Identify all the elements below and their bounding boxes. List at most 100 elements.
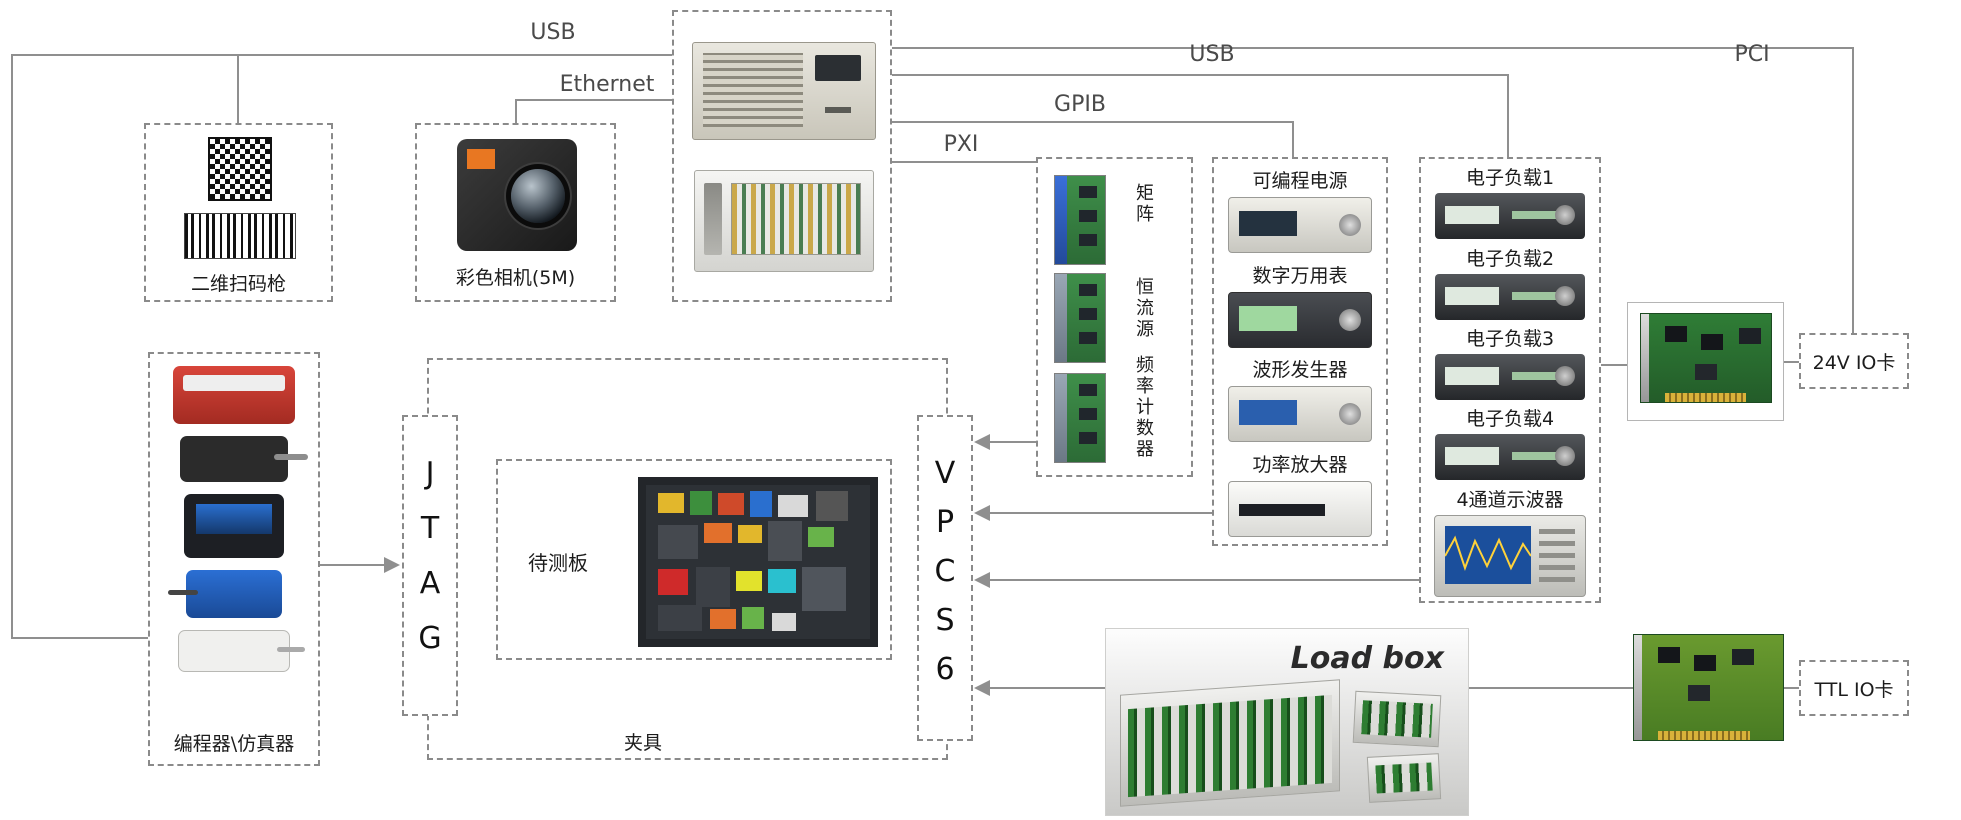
- load-item: 电子负载3: [1435, 324, 1585, 400]
- arrowhead-vpcs-4: [974, 680, 990, 696]
- arrowhead-vpcs-3: [974, 572, 990, 588]
- jtag-label: JTAG: [412, 455, 448, 676]
- io-card-ttl-label: TTL IO卡: [1814, 678, 1894, 701]
- card-edge-connector: [1665, 393, 1746, 402]
- camera-brand-mark: [467, 149, 495, 169]
- scope-item: 4通道示波器: [1434, 485, 1586, 597]
- card-chips: [1665, 326, 1687, 342]
- pci-card-24v-frame: [1627, 302, 1784, 421]
- bus-label-usb-right: USB: [1189, 42, 1235, 67]
- load-label-3: 电子负载3: [1465, 327, 1555, 350]
- loads-box: 电子负载1 电子负载2 电子负载3 电子负载4 4通道示波器: [1419, 157, 1601, 603]
- electronic-load-4-image: [1435, 434, 1585, 481]
- instrument-label-waveform-generator: 波形发生器: [1252, 359, 1348, 382]
- instrument-label-multimeter: 数字万用表: [1252, 264, 1348, 287]
- digital-multimeter-image: [1228, 291, 1372, 348]
- load-label-1: 电子负载1: [1465, 167, 1555, 190]
- qr-code-image: [208, 137, 272, 201]
- frequency-counter-card-image: [1054, 373, 1106, 463]
- camera-lens: [511, 169, 565, 223]
- programmer-label: 编程器\仿真器: [173, 733, 295, 755]
- pci-card-24v-image: [1640, 313, 1772, 403]
- dut-label: 待测板: [528, 551, 588, 575]
- scanner-box: 二维扫码枪: [144, 123, 333, 302]
- programmer-device-handheld-image: [184, 494, 284, 558]
- instrument-label-power-supply: 可编程电源: [1252, 170, 1348, 193]
- load-box-label: Load box: [1290, 641, 1444, 676]
- instrument-screen: [1239, 503, 1325, 516]
- pxi-chassis-image: [694, 170, 874, 272]
- electronic-load-1-image: [1435, 193, 1585, 240]
- instrument-item: 数字万用表: [1228, 261, 1372, 348]
- power-amplifier-image: [1228, 480, 1372, 537]
- load-box-image: Load box: [1105, 628, 1469, 816]
- camera-box: 彩色相机(5M): [415, 123, 616, 302]
- pxi-cards-box: 矩阵 恒流源 频率计数器: [1036, 157, 1193, 477]
- jtag-box: JTAG: [402, 415, 458, 716]
- scanner-label: 二维扫码枪: [190, 273, 286, 295]
- load-box-chassis-image: [1120, 679, 1340, 807]
- bus-label-pci: PCI: [1734, 42, 1770, 67]
- bus-label-pxi: PXI: [943, 132, 979, 157]
- instrument-knob: [1339, 308, 1361, 331]
- wire-gpib: [892, 121, 1294, 157]
- instrument-label-power-amplifier: 功率放大器: [1252, 453, 1348, 476]
- industrial-pc-image: [692, 42, 876, 140]
- barcode-image: [184, 213, 296, 259]
- load-item: 电子负载1: [1435, 163, 1585, 240]
- load-box-cards-image-1: [1352, 690, 1442, 748]
- pci-card-ttl-image: [1633, 634, 1784, 741]
- wire-ethernet: [515, 99, 672, 123]
- load-box-cards-image-2: [1366, 753, 1442, 803]
- card-edge-connector: [1658, 731, 1751, 740]
- electronic-load-3-image: [1435, 353, 1585, 400]
- electronic-load-2-image: [1435, 273, 1585, 320]
- instrument-knob: [1339, 403, 1361, 426]
- arrowhead-jtag: [384, 557, 400, 573]
- load-label-4: 电子负载4: [1465, 408, 1555, 431]
- camera-label: 彩色相机(5M): [455, 267, 576, 289]
- instrument-knob: [1339, 214, 1361, 237]
- io-card-24v-box: 24V IO卡: [1799, 333, 1909, 389]
- waveform-generator-image: [1228, 386, 1372, 443]
- instrument-item: 可编程电源: [1228, 166, 1372, 254]
- load-label-2: 电子负载2: [1465, 247, 1555, 270]
- dut-pcb-image: [638, 477, 878, 647]
- oscilloscope-buttons: [1539, 527, 1575, 582]
- instrument-item: 波形发生器: [1228, 355, 1372, 443]
- bus-label-usb-top: USB: [530, 20, 576, 45]
- waveform-graphic: [1444, 535, 1532, 571]
- wire-usb-left: [11, 54, 672, 639]
- io-card-24v-label: 24V IO卡: [1812, 351, 1896, 374]
- wire-usb-right: [892, 74, 1509, 157]
- instrument-screen: [1239, 400, 1297, 426]
- controller-box: [672, 10, 892, 302]
- instruments-box: 可编程电源 数字万用表 波形发生器 功率放大器: [1212, 157, 1388, 546]
- card-bracket: [1641, 314, 1649, 402]
- card-bracket: [1634, 635, 1642, 740]
- card-chips: [1658, 647, 1680, 663]
- matrix-card-image: [1054, 175, 1106, 265]
- fixture-label: 夹具: [624, 732, 663, 754]
- bus-label-gpib: GPIB: [1054, 92, 1106, 117]
- scope-label: 4通道示波器: [1456, 488, 1564, 511]
- arrowhead-vpcs-2: [974, 505, 990, 521]
- load-item: 电子负载4: [1435, 404, 1585, 481]
- vpcs6-label: VPCS6: [927, 455, 963, 701]
- dut-box: 待测板: [496, 459, 892, 660]
- pxi-card-label-current-source: 恒流源: [1133, 277, 1154, 340]
- programmer-device-blue-image: [168, 570, 282, 618]
- programmer-device-black-image: [180, 436, 308, 482]
- programmer-device-red-image: [173, 366, 295, 424]
- vpcs6-box: VPCS6: [917, 415, 973, 741]
- instrument-screen: [1239, 305, 1297, 331]
- pxi-card-label-frequency-counter: 频率计数器: [1133, 355, 1154, 460]
- oscilloscope-screen: [1444, 525, 1532, 584]
- bus-label-ethernet: Ethernet: [559, 72, 655, 97]
- programmable-power-supply-image: [1228, 197, 1372, 254]
- wire-pci: [892, 47, 1854, 333]
- instrument-screen: [1239, 211, 1297, 237]
- arrowhead-vpcs-1: [974, 434, 990, 450]
